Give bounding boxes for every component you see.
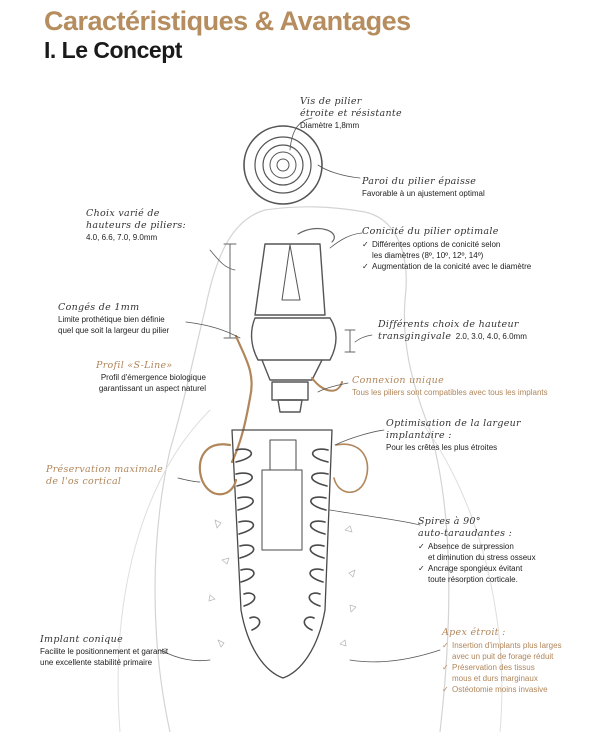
- annotation-apex: Apex étroit : Insertion d'implants plus …: [442, 627, 562, 695]
- page-subtitle: I. Le Concept: [44, 37, 182, 63]
- page-title: Caractéristiques & Avantages: [44, 6, 411, 36]
- conicite-item: Augmentation de la conicité avec le diam…: [362, 261, 531, 272]
- implant-conique-text-1: Facilite le positionnement et garantit: [40, 647, 169, 656]
- conicite-item: les diamètres (8º, 10º, 12º, 14º): [372, 251, 484, 260]
- spires-item: Ancrage spongieux évitant: [418, 563, 536, 574]
- conges-text-1: Limite prothétique bien définie: [58, 315, 165, 324]
- spires-heading-2: auto-taraudantes :: [418, 528, 513, 539]
- annotation-connexion: Connexion unique Tous les piliers sont c…: [352, 375, 548, 398]
- spires-item: Absence de surpression: [418, 541, 536, 552]
- optimisation-heading-2: implantaire :: [386, 430, 452, 441]
- top-view-rings: [243, 125, 323, 205]
- profil-heading: Profil «S-Line»: [96, 360, 173, 371]
- apex-item: Insertion d'implants plus larges: [442, 640, 562, 651]
- choix-hauteurs-heading-2: hauteurs de piliers:: [86, 220, 187, 231]
- connexion-text: Tous les piliers sont compatibles avec t…: [352, 388, 548, 397]
- annotation-paroi: Paroi du pilier épaisse Favorable à un a…: [362, 176, 485, 199]
- profil-text-2: garantissant un aspect naturel: [98, 384, 206, 393]
- apex-item: Préservation des tissus: [442, 662, 562, 673]
- implant-conique-heading: Implant conique: [40, 634, 124, 645]
- apex-item: Ostéotomie moins invasive: [442, 684, 562, 695]
- optimisation-text: Pour les crêtes les plus étroites: [386, 443, 498, 452]
- annotation-vis-pilier: Vis de pilier étroite et résistante Diam…: [300, 96, 402, 131]
- annotation-conicite: Conicité du pilier optimale Différentes …: [362, 226, 531, 272]
- annotation-implant-conique: Implant conique Facilite le positionneme…: [40, 634, 168, 668]
- conges-heading: Congés de 1mm: [58, 302, 140, 313]
- apex-item: mous et durs marginaux: [452, 674, 538, 683]
- connexion-heading: Connexion unique: [352, 375, 444, 386]
- apex-heading: Apex étroit :: [442, 627, 506, 638]
- annotation-conges: Congés de 1mm Limite prothétique bien dé…: [58, 302, 169, 336]
- annotation-spires: Spires à 90° auto-taraudantes : Absence …: [418, 516, 536, 585]
- conicite-item: Différentes options de conicité selon: [362, 239, 531, 250]
- annotation-profil: Profil «S-Line» Profil d'émergence biolo…: [62, 360, 206, 394]
- hauteur-trans-heading-2: transgingivale: [378, 331, 452, 342]
- paroi-text: Favorable à un ajustement optimal: [362, 189, 485, 198]
- preservation-heading-2: de l'os cortical: [46, 476, 122, 487]
- vis-pilier-heading-2: étroite et résistante: [300, 108, 402, 119]
- conges-text-2: quel que soit la largeur du pilier: [58, 326, 170, 335]
- hauteur-trans-heading-1: Différents choix de hauteur: [378, 319, 519, 330]
- annotation-optimisation: Optimisation de la largeur implantaire :…: [386, 418, 521, 453]
- apex-item: avec un puit de forage réduit: [452, 652, 554, 661]
- abutment: [250, 243, 337, 413]
- annotation-preservation: Préservation maximale de l'os cortical: [46, 464, 163, 488]
- paroi-heading: Paroi du pilier épaisse: [362, 176, 477, 187]
- spires-heading-1: Spires à 90°: [418, 516, 481, 527]
- choix-hauteurs-heading-1: Choix varié de: [86, 208, 160, 219]
- hauteur-trans-text: 2.0, 3.0, 4.0, 6.0mm: [455, 332, 527, 341]
- annotation-hauteur-trans: Différents choix de hauteur transgingiva…: [378, 319, 527, 343]
- vis-pilier-text: Diamètre 1,8mm: [300, 121, 360, 130]
- spires-item: toute résorption corticale.: [428, 575, 518, 584]
- implant-conique-text-2: une excellente stabilité primaire: [40, 658, 153, 667]
- preservation-heading-1: Préservation maximale: [46, 464, 164, 475]
- conicite-heading: Conicité du pilier optimale: [362, 226, 499, 237]
- spires-item: et diminution du stress osseux: [428, 553, 536, 562]
- vis-pilier-heading-1: Vis de pilier: [300, 96, 362, 107]
- annotation-choix-hauteurs: Choix varié de hauteurs de piliers: 4.0,…: [86, 208, 186, 243]
- profil-text-1: Profil d'émergence biologique: [100, 373, 206, 382]
- optimisation-heading-1: Optimisation de la largeur: [386, 418, 521, 429]
- implant-body: [231, 429, 333, 679]
- choix-hauteurs-text: 4.0, 6.6, 7.0, 9.0mm: [86, 233, 158, 242]
